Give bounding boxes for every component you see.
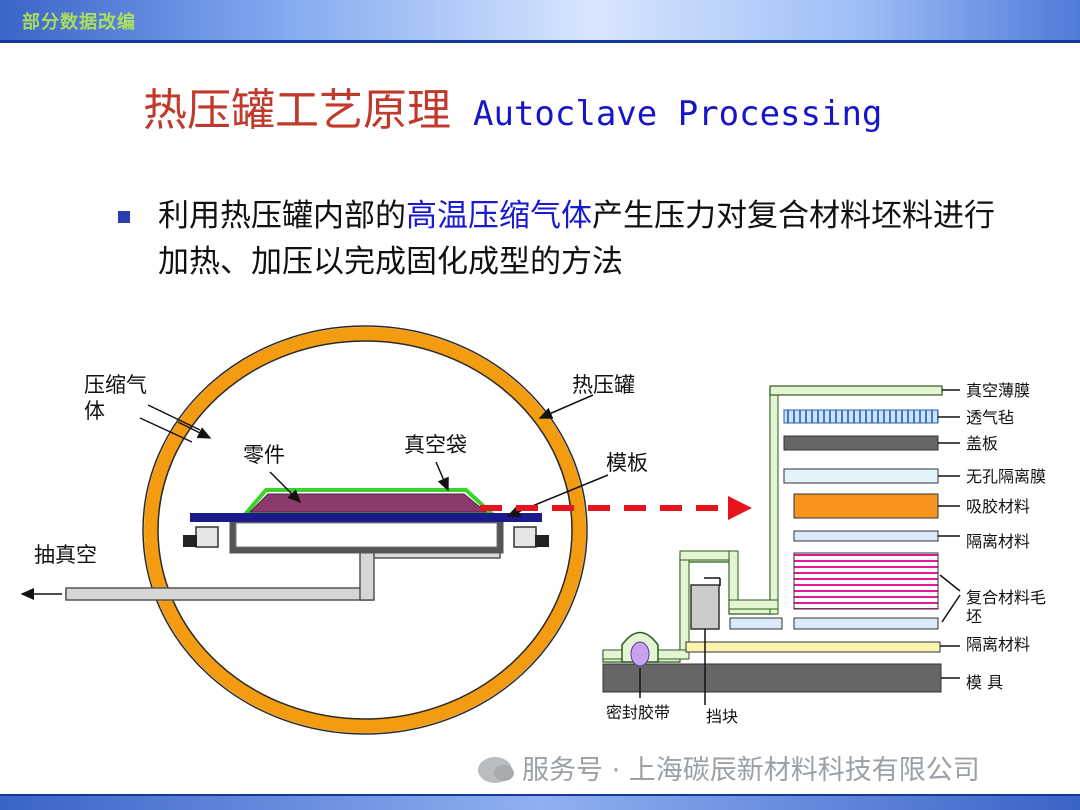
edge-dam [690, 584, 720, 630]
watermark-text: 服务号 · 上海碳辰新材料科技有限公司 [522, 755, 980, 786]
gas-inlet-line-2 [139, 417, 193, 443]
label-tool: 模 具 [966, 673, 1003, 692]
label-sealant: 密封胶带 [606, 703, 670, 722]
clamp-left-knob [183, 535, 197, 547]
film-lower-step [728, 599, 779, 610]
autoclave-vessel-outline [142, 325, 588, 735]
layer-breather [783, 409, 939, 424]
clamp-right-block [513, 526, 537, 548]
header-bar: 部分数据改编 [0, 0, 1080, 43]
layer-caul-plate [783, 435, 939, 451]
label-autoclave: 热压罐 [572, 373, 635, 397]
mold-plate [190, 513, 542, 522]
label-absorbent: 吸胶材料 [966, 497, 1030, 516]
bullet-text-post: 产生压力对复合材料坯料进行加热、加压以完成固化成型的方法 [158, 198, 995, 280]
watermark: 服务号 · 上海碳辰新材料科技有限公司 [478, 748, 980, 787]
autoclave-vessel-inner-outline [157, 340, 573, 720]
clamp-left-block [195, 526, 219, 548]
bullet-point: 利用热压罐内部的高温压缩气体产生压力对复合材料坯料进行加热、加压以完成固化成型的… [118, 193, 1018, 285]
label-part: 零件 [243, 443, 285, 467]
gas-arrow [177, 421, 212, 439]
label-compressed-gas: 压缩气 [84, 373, 147, 397]
label-laminate-2: 坯 [966, 607, 982, 626]
bullet-highlight: 高温压缩气体 [406, 198, 592, 234]
tool-base [602, 663, 942, 693]
layer-vacuum-film [769, 385, 943, 396]
title-chinese: 热压罐工艺原理 [143, 85, 451, 136]
wechat-icon [478, 757, 514, 783]
detail-arrow-head [728, 496, 752, 520]
gas-inlet-line [147, 404, 201, 431]
film-vertical-fill [769, 387, 779, 615]
label-vacuum-bag: 真空袋 [404, 433, 467, 457]
title-english: Autoclave Processing [473, 94, 883, 134]
vacuum-pipe-vertical [359, 547, 375, 601]
label-vacuum-film: 真空薄膜 [966, 381, 1030, 400]
label-compressed-gas-2: 体 [84, 399, 105, 423]
autoclave-vessel [144, 327, 586, 733]
label-release-top: 隔离材料 [966, 532, 1030, 551]
label-caul-plate: 盖板 [966, 434, 998, 453]
layer-release-left-edge [729, 617, 783, 630]
vacuum-pipe-horizontal [65, 587, 373, 601]
composite-part [248, 493, 488, 513]
label-breather: 透气毡 [966, 408, 1014, 427]
bullet-text-pre: 利用热压罐内部的 [158, 198, 406, 234]
leader-part [269, 471, 302, 504]
layer-nonporous-film [783, 468, 939, 484]
label-nonporous-film: 无孔隔离膜 [966, 467, 1046, 486]
label-mold-plate: 模板 [606, 451, 648, 475]
label-release-bottom: 隔离材料 [966, 635, 1030, 654]
label-vacuum: 抽真空 [34, 543, 97, 567]
footer-bar [0, 794, 1080, 810]
bullet-square-icon [118, 211, 130, 223]
leader-laminate-2 [941, 594, 961, 623]
layer-release-top [793, 530, 939, 542]
label-laminate: 复合材料毛 [966, 588, 1046, 607]
sealant-tape [630, 641, 650, 667]
bullet-text: 利用热压罐内部的高温压缩气体产生压力对复合材料坯料进行加热、加压以完成固化成型的… [158, 193, 1018, 285]
slide-title: 热压罐工艺原理 Autoclave Processing [143, 74, 882, 138]
layer-absorbent [793, 493, 939, 519]
leader-laminate [939, 574, 961, 592]
layer-release-bottom [685, 641, 941, 653]
vacuum-pipe-header-inner [235, 522, 498, 548]
header-decoration: 部分数据改编 [22, 12, 136, 33]
label-dam: 挡块 [706, 707, 738, 726]
leader-autoclave [538, 394, 594, 419]
layer-laminate [793, 552, 939, 610]
clamp-right-knob [535, 535, 549, 547]
layer-release-mid [793, 617, 939, 630]
leader-bag [435, 461, 449, 492]
